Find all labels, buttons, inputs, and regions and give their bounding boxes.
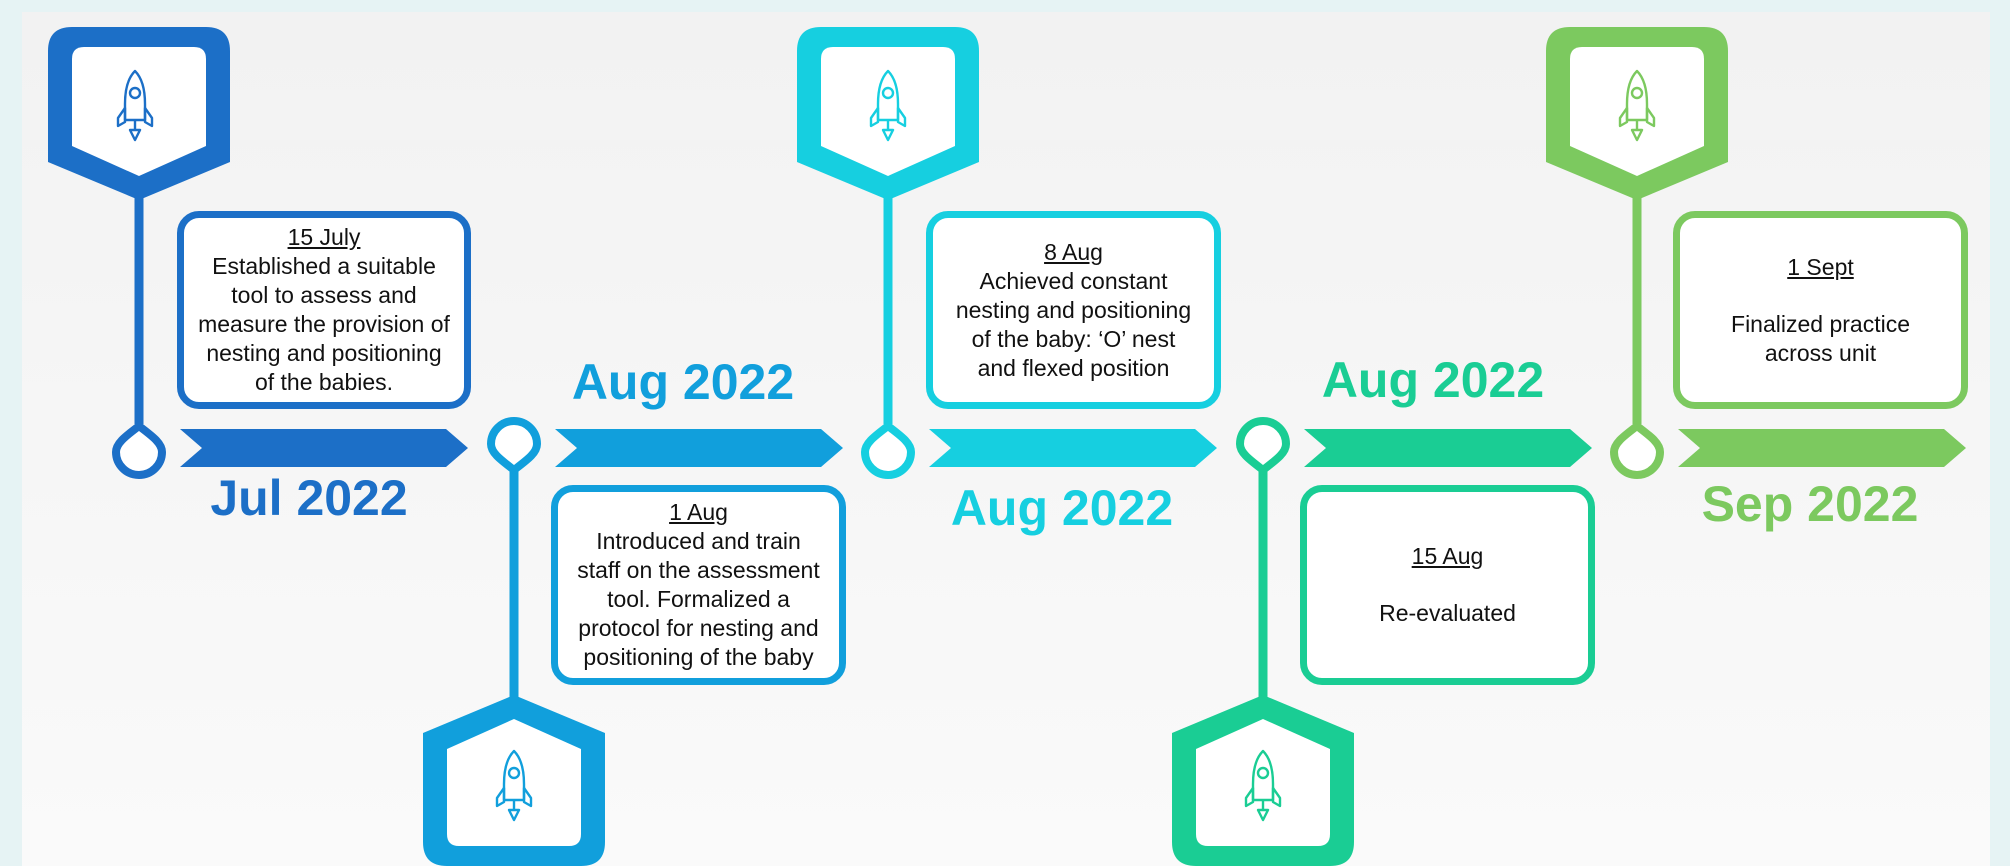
period-label: Aug 2022: [1321, 352, 1545, 408]
milestone-badge-inner: [447, 719, 581, 846]
period-label: Jul 2022: [210, 470, 408, 526]
milestone-card: 8 Aug Achieved constant nesting and posi…: [926, 211, 1221, 409]
milestone-badge-inner: [1570, 47, 1704, 176]
milestone-date: 8 Aug: [1044, 238, 1103, 265]
milestone-card: 1 Sept Finalized practice across unit: [1673, 211, 1968, 409]
milestone-description: Introduced and train staff on the assess…: [577, 528, 820, 670]
period-label: Aug 2022: [950, 480, 1174, 536]
milestone-card: 15 Aug Re-evaluated: [1300, 485, 1595, 685]
timeline-arrow: [180, 429, 468, 467]
timeline-marker: [1609, 420, 1665, 479]
milestone-badge-inner: [72, 47, 206, 176]
milestone-description: Finalized practice across unit: [1731, 310, 1910, 366]
milestone-badge-inner: [821, 47, 955, 176]
milestone-description: Achieved constant nesting and positionin…: [955, 267, 1192, 381]
period-label: Sep 2022: [1701, 476, 1919, 532]
timeline-arrow: [555, 429, 843, 467]
timeline-marker: [111, 420, 167, 479]
milestone-date: 1 Aug: [669, 499, 728, 525]
milestone-date: 1 Sept: [1787, 253, 1854, 280]
milestone-date: 15 Aug: [1411, 543, 1484, 569]
milestone-card: 1 Aug Introduced and train staff on the …: [551, 485, 846, 685]
timeline-marker: [1235, 417, 1291, 476]
milestone-badge-inner: [1196, 719, 1330, 846]
timeline-arrow: [1678, 429, 1966, 467]
timeline-marker: [860, 420, 916, 479]
timeline-marker: [486, 417, 542, 476]
milestone-date: 15 July: [287, 224, 361, 250]
milestone-card: 15 July Established a suitable tool to a…: [177, 211, 471, 409]
period-label: Aug 2022: [571, 354, 795, 410]
milestone-description: Re-evaluated: [1379, 600, 1516, 626]
timeline-arrow: [1304, 429, 1592, 467]
milestone-description: Established a suitable tool to assess an…: [198, 253, 450, 395]
timeline-arrow: [929, 429, 1217, 467]
